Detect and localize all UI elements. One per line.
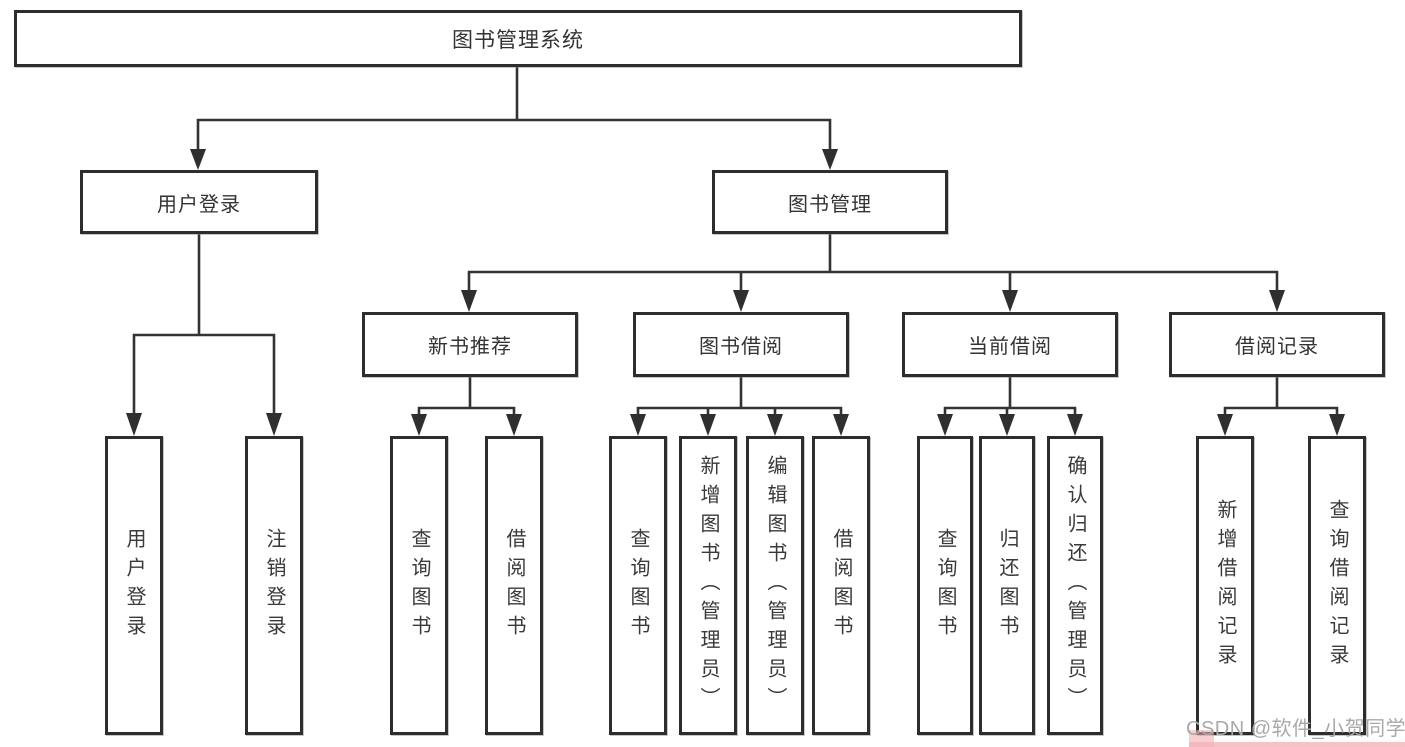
node-borrow-records-label: 借阅记录 (1235, 336, 1319, 358)
node-root-system: 图书管理系统 (14, 10, 1022, 67)
leaf-query-books-2-label: 查询图书 (627, 527, 649, 644)
leaf-logout: 注销登录 (245, 436, 303, 735)
watermark-pink-strip (1189, 742, 1405, 747)
leaf-return-books: 归还图书 (979, 436, 1035, 735)
leaf-confirm-return-admin-label: 确认归还（管理员） (1064, 455, 1086, 716)
leaf-user-login: 用户登录 (105, 436, 163, 735)
leaf-return-books-label: 归还图书 (996, 527, 1018, 644)
leaf-add-borrow-record: 新增借阅记录 (1196, 436, 1254, 735)
node-user-login-label: 用户登录 (157, 193, 241, 216)
leaf-query-books-3: 查询图书 (917, 436, 973, 735)
node-new-book-recommend-label: 新书推荐 (428, 336, 512, 358)
leaf-borrow-books-2: 借阅图书 (812, 436, 870, 735)
csdn-watermark: CSDN @软件_小贺同学 (1186, 718, 1405, 740)
leaf-user-login-label: 用户登录 (123, 527, 145, 644)
leaf-query-books-3-label: 查询图书 (934, 527, 956, 644)
leaf-borrow-books-1-label: 借阅图书 (503, 527, 525, 644)
node-book-borrow: 图书借阅 (633, 312, 849, 377)
leaf-query-borrow-record: 查询借阅记录 (1308, 436, 1366, 735)
node-new-book-recommend: 新书推荐 (362, 312, 578, 377)
node-borrow-records: 借阅记录 (1169, 312, 1385, 377)
node-user-login: 用户登录 (80, 170, 318, 234)
arrowhead-icons (126, 149, 1345, 436)
leaf-edit-books-admin-label: 编辑图书（管理员） (764, 455, 786, 716)
connector-stems (132, 67, 1339, 417)
leaf-logout-label: 注销登录 (263, 527, 285, 644)
leaf-query-books-1-label: 查询图书 (408, 527, 430, 644)
node-book-borrow-label: 图书借阅 (699, 336, 783, 358)
node-current-borrow: 当前借阅 (902, 312, 1118, 377)
node-book-management: 图书管理 (712, 170, 948, 234)
leaf-query-books-2: 查询图书 (609, 436, 667, 735)
leaf-edit-books-admin: 编辑图书（管理员） (746, 436, 804, 735)
node-current-borrow-label: 当前借阅 (968, 336, 1052, 358)
node-root-label: 图书管理系统 (452, 28, 584, 52)
node-book-management-label: 图书管理 (788, 193, 872, 216)
leaf-add-books-admin: 新增图书（管理员） (679, 436, 737, 735)
leaf-borrow-books-1: 借阅图书 (485, 436, 543, 735)
leaf-add-borrow-record-label: 新增借阅记录 (1214, 498, 1236, 673)
leaf-add-books-admin-label: 新增图书（管理员） (697, 455, 719, 716)
leaf-query-borrow-record-label: 查询借阅记录 (1326, 498, 1348, 673)
leaf-borrow-books-2-label: 借阅图书 (830, 527, 852, 644)
leaf-confirm-return-admin: 确认归还（管理员） (1047, 436, 1103, 735)
leaf-query-books-1: 查询图书 (390, 436, 448, 735)
